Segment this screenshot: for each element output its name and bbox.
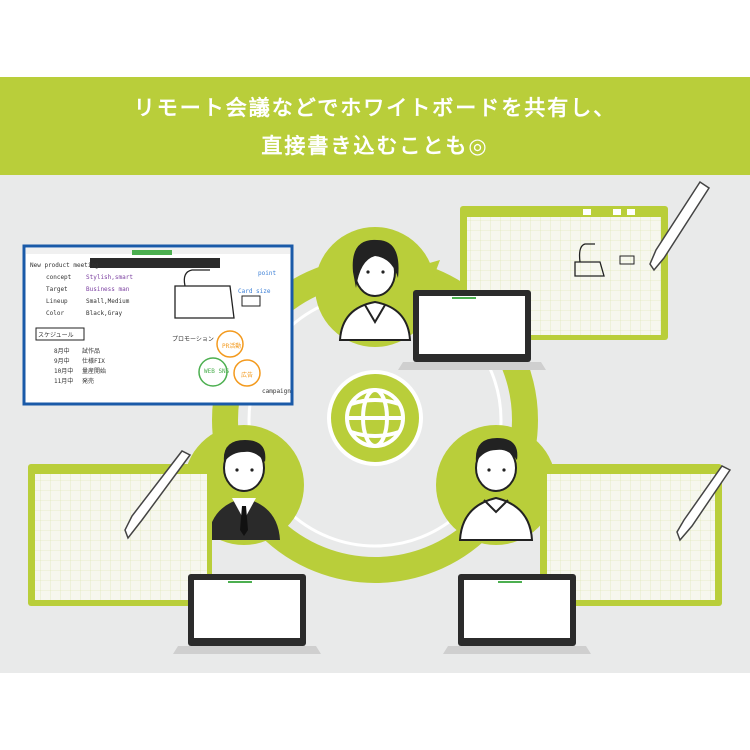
- person-icon: [458, 438, 534, 541]
- note-circle-green: [198, 357, 228, 387]
- schedule-date: 11月中: [54, 378, 74, 385]
- schedule-date: 9月中: [54, 358, 70, 365]
- campaign-note: campaign: [262, 388, 291, 395]
- note-circle-orange-2: [233, 359, 261, 387]
- note-point: point: [258, 270, 277, 277]
- schedule-task: 量産開始: [82, 368, 107, 375]
- person-icon: [208, 440, 280, 540]
- schedule-date: 10月中: [54, 368, 74, 375]
- schedule-box: [35, 327, 85, 341]
- whiteboard-tablet-right: [540, 464, 722, 606]
- whiteboard-tablet-left: [28, 464, 212, 606]
- headline-banner: [0, 77, 750, 175]
- stylus-pen-icon: [124, 450, 192, 540]
- item-value: Small,Medium: [86, 298, 130, 305]
- network-illustration: [22, 180, 732, 654]
- schedule-date: 8月中: [54, 348, 70, 355]
- whiteboard-heading: New product meeting: [30, 262, 99, 269]
- main-screen-frame: [22, 244, 294, 406]
- whiteboard-toolbar: [90, 258, 220, 268]
- stylus-pen-icon: [676, 465, 732, 542]
- item-value: Business man: [86, 286, 130, 293]
- item-label: concept: [46, 274, 72, 281]
- headline-line-2: 直接書き込むことも◎: [261, 134, 489, 158]
- schedule-task: 発売: [82, 378, 95, 385]
- schedule-task: 仕様FIX: [82, 358, 105, 365]
- circle-label: PR活動: [222, 343, 242, 350]
- circle-label: 広告: [241, 372, 254, 379]
- item-label: Color: [46, 310, 65, 317]
- promo-note: プロモーション: [172, 336, 214, 343]
- schedule-task: 試作品: [82, 348, 101, 355]
- globe-icon: [345, 388, 405, 448]
- item-label: Target: [46, 286, 68, 293]
- item-label: Lineup: [46, 298, 68, 305]
- circle-label: WEB SNS: [204, 368, 230, 375]
- person-icon: [338, 239, 412, 341]
- item-value: Stylish,smart: [86, 274, 133, 281]
- item-value: Black,Gray: [86, 310, 123, 317]
- laptop-icon: [173, 574, 321, 654]
- headline-line-1: リモート会議などでホワイトボードを共有し、: [133, 96, 617, 120]
- laptop-icon: [398, 290, 546, 370]
- laptop-icon: [443, 574, 591, 654]
- note-cardsize: Card size: [238, 288, 271, 295]
- note-circle-orange: [216, 330, 244, 358]
- stylus-pen-icon: [649, 180, 711, 272]
- schedule-title: スケジュール: [38, 332, 74, 339]
